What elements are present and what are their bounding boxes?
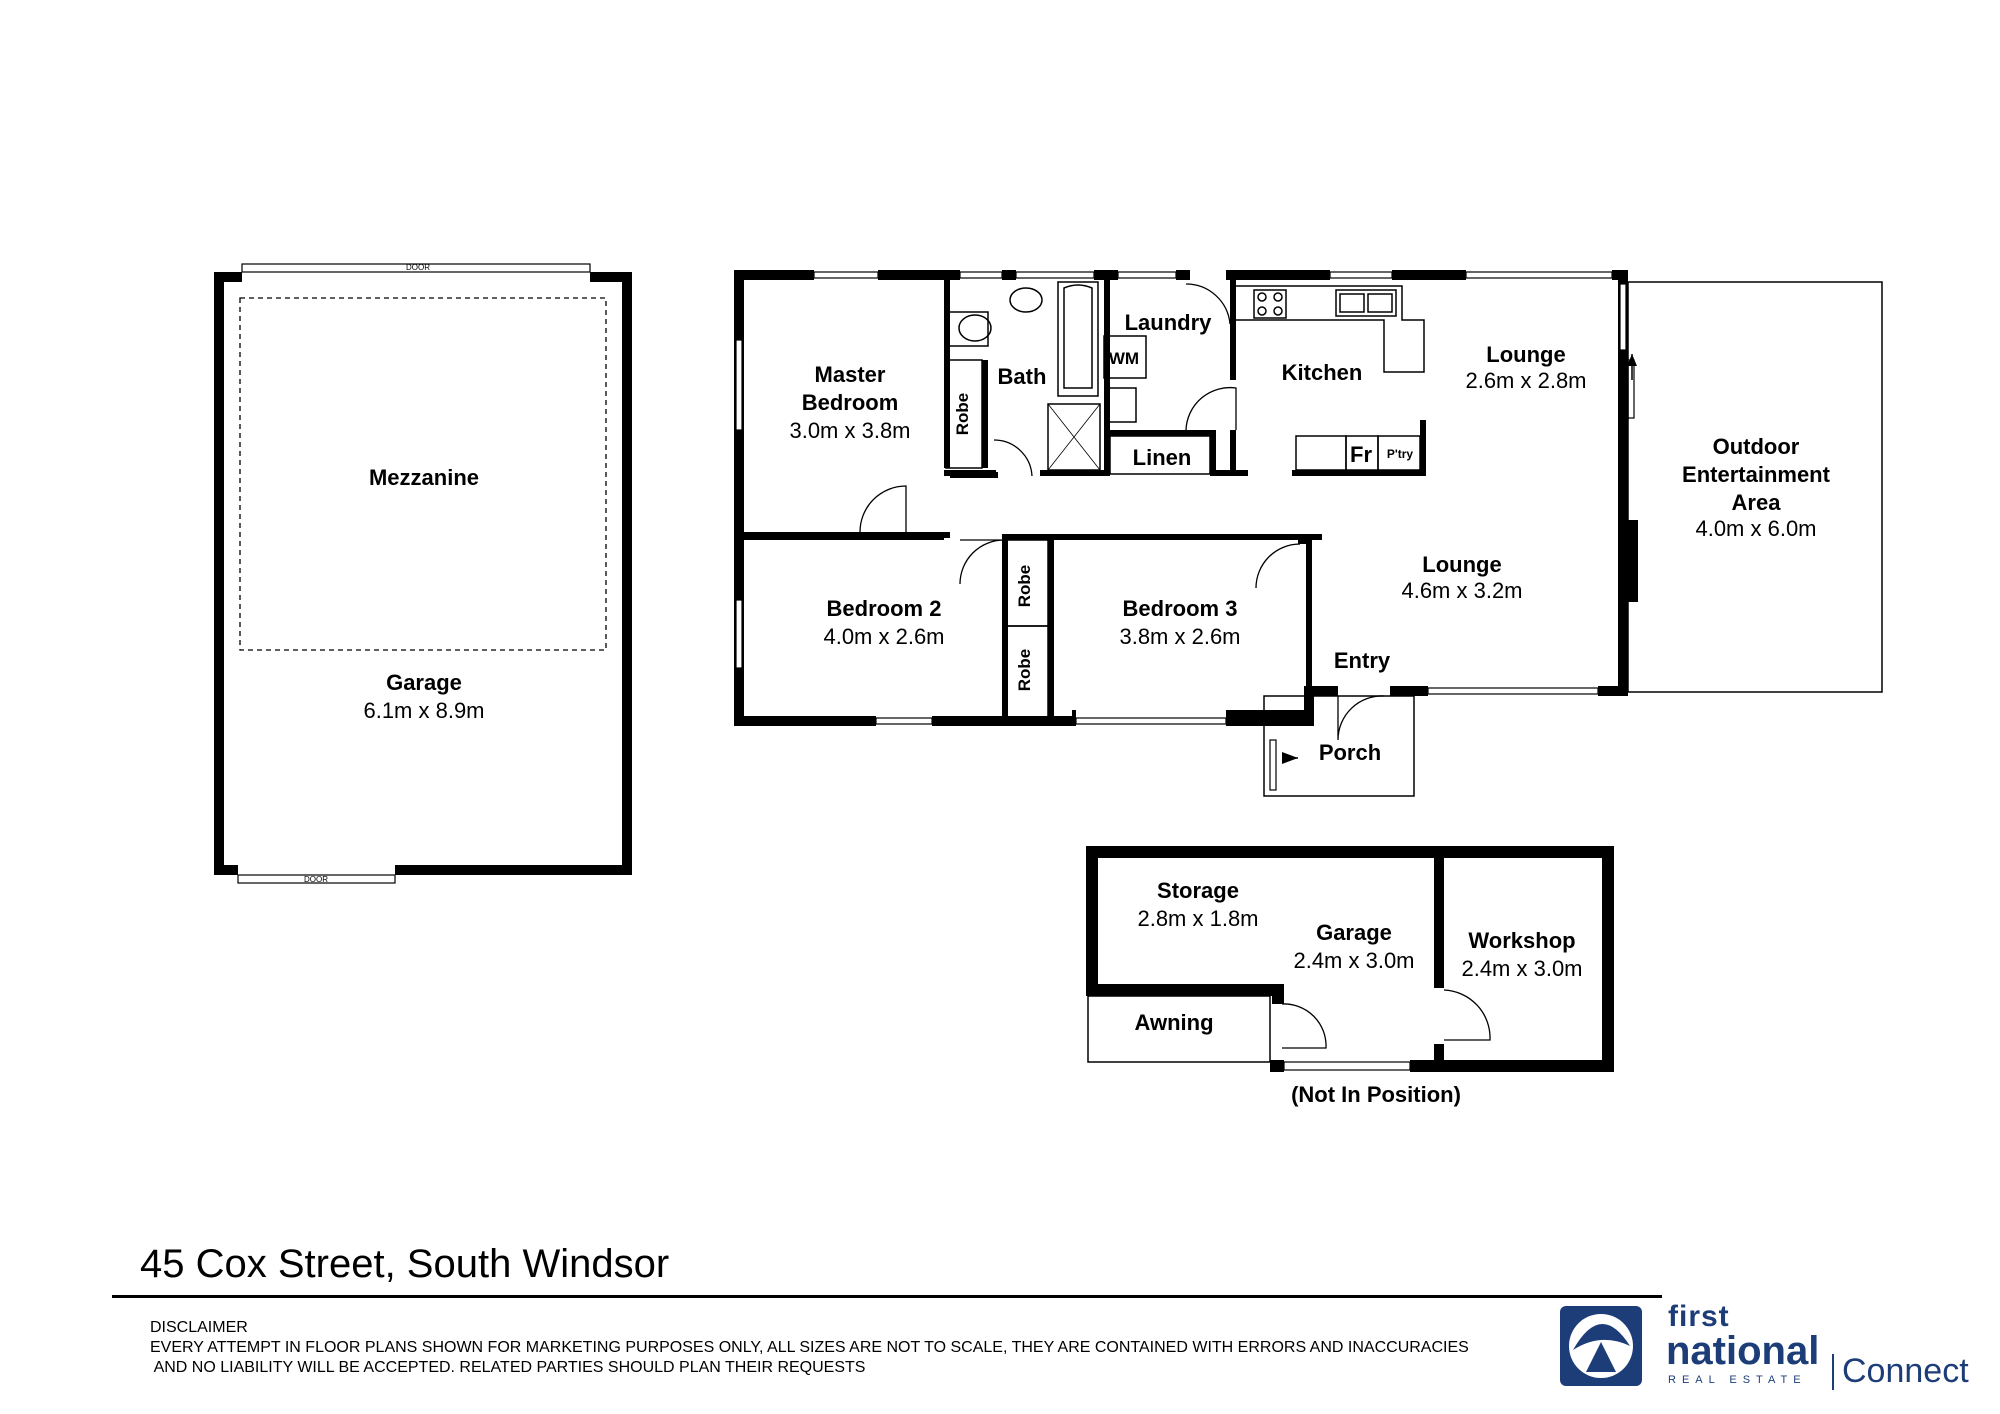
brand-national-text: national <box>1666 1329 1820 1373</box>
shed-building: Storage 2.8m x 1.8m Garage 2.4m x 3.0m W… <box>1086 846 1614 1107</box>
outdoor-label-2: Entertainment <box>1682 462 1831 487</box>
bath-label: Bath <box>998 364 1047 389</box>
bedroom3-label: Bedroom 3 <box>1123 596 1238 621</box>
outdoor-label-3: Area <box>1732 490 1782 515</box>
disclaimer-line-1: EVERY ATTEMPT IN FLOOR PLANS SHOWN FOR M… <box>150 1339 1469 1356</box>
disclaimer-line-2: AND NO LIABILITY WILL BE ACCEPTED. RELAT… <box>150 1359 866 1376</box>
top-door-label: DOOR <box>406 263 430 272</box>
bedroom2-label: Bedroom 2 <box>827 596 942 621</box>
workshop-label: Workshop <box>1468 928 1575 953</box>
master-bedroom-label-2: Bedroom <box>802 390 899 415</box>
lounge-lower-label: Lounge <box>1422 552 1501 577</box>
laundry-label: Laundry <box>1125 310 1213 335</box>
porch-label: Porch <box>1319 740 1381 765</box>
awning-label: Awning <box>1134 1010 1213 1035</box>
fridge-label: Fr <box>1350 442 1372 467</box>
lounge-upper-size: 2.6m x 2.8m <box>1465 368 1586 393</box>
mezzanine-outline <box>239 297 607 651</box>
main-house: Robe WM Linen Fr <box>734 270 1883 797</box>
bedroom2-size: 4.0m x 2.6m <box>823 624 944 649</box>
lounge-lower-size: 4.6m x 3.2m <box>1401 578 1522 603</box>
kitchen-label: Kitchen <box>1282 360 1363 385</box>
pantry-label: P'try <box>1387 447 1414 461</box>
entry-label: Entry <box>1334 648 1391 673</box>
wm-label: WM <box>1109 349 1139 368</box>
disclaimer-title: DISCLAIMER <box>150 1319 248 1336</box>
storage-size: 2.8m x 1.8m <box>1137 906 1258 931</box>
bedroom3-size: 3.8m x 2.6m <box>1119 624 1240 649</box>
property-address: 45 Cox Street, South Windsor <box>140 1242 670 1286</box>
linen-label: Linen <box>1133 445 1192 470</box>
mezzanine-label: Mezzanine <box>369 465 479 490</box>
brand-divider <box>1832 1354 1834 1390</box>
garage-small-label: Garage <box>1316 920 1392 945</box>
divider-line <box>112 1295 1662 1298</box>
disclaimer-block: DISCLAIMER EVERY ATTEMPT IN FLOOR PLANS … <box>150 1318 1469 1378</box>
not-in-position-note: (Not In Position) <box>1291 1082 1461 1107</box>
outdoor-label-1: Outdoor <box>1713 434 1800 459</box>
bedroom2-robe-label: Robe <box>1015 649 1034 692</box>
bottom-door-label: DOOR <box>304 875 328 884</box>
workshop-size: 2.4m x 3.0m <box>1461 956 1582 981</box>
detached-garage: DOOR DOOR Mezzanine Garage 6.1m x 8.9m <box>214 263 632 884</box>
brand-real-estate-text: REAL ESTATE <box>1668 1374 1807 1386</box>
brand-logo: first national REAL ESTATE Connect <box>1552 1300 1969 1392</box>
lounge-upper-label: Lounge <box>1486 342 1565 367</box>
master-robe-label: Robe <box>953 393 972 436</box>
master-bedroom-label-1: Master <box>815 362 886 387</box>
brand-connect-text: Connect <box>1842 1352 1969 1390</box>
garage-small-size: 2.4m x 3.0m <box>1293 948 1414 973</box>
garage-main-label: Garage <box>386 670 462 695</box>
outdoor-size: 4.0m x 6.0m <box>1695 516 1816 541</box>
storage-label: Storage <box>1157 878 1239 903</box>
garage-main-size: 6.1m x 8.9m <box>363 698 484 723</box>
master-bedroom-size: 3.0m x 3.8m <box>789 418 910 443</box>
brand-first-text: first <box>1668 1300 1730 1333</box>
bedroom3-robe-label: Robe <box>1015 565 1034 608</box>
first-national-logo-icon <box>1560 1306 1642 1386</box>
